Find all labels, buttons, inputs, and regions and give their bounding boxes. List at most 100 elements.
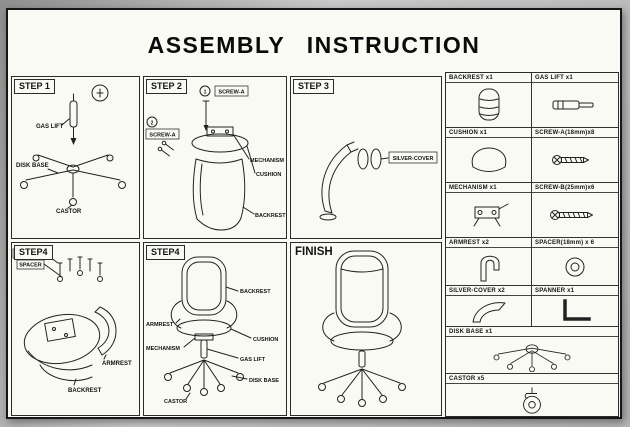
part-icon-area bbox=[446, 83, 531, 127]
silver-cover-part-icon bbox=[472, 302, 505, 323]
cushion-part-icon bbox=[471, 147, 506, 172]
bracket-drawing bbox=[319, 141, 359, 221]
gas-lift-label: GAS LIFT bbox=[36, 124, 64, 130]
page-title: ASSEMBLY INSTRUCTION bbox=[147, 32, 481, 58]
gas-lift-drawing bbox=[69, 93, 78, 140]
backrest-drawing bbox=[192, 158, 246, 231]
finish-panel: FINISH bbox=[290, 242, 442, 416]
assembled-chair-drawing bbox=[318, 250, 406, 407]
leader-lines bbox=[47, 118, 73, 209]
part-cell-silver-cover: SILVER-COVER x2 bbox=[446, 286, 532, 327]
step3-panel: STEP 3 SILVER-COVER bbox=[290, 76, 442, 239]
gas-lift-label: GAS LIFT bbox=[240, 357, 266, 363]
leader-lines bbox=[73, 354, 107, 386]
arrow-down-icon bbox=[203, 125, 209, 131]
part-cell-spacer: SPACER(18mm) x 6 bbox=[532, 238, 618, 286]
part-icon-area bbox=[532, 193, 618, 237]
backrest-part-icon bbox=[478, 88, 499, 121]
part-label-spanner: SPANNER x1 bbox=[532, 286, 618, 296]
backrest-label: BACKREST bbox=[240, 289, 271, 295]
mechanism-label: MECHANISM bbox=[250, 158, 284, 164]
step2-header: STEP 2 bbox=[146, 79, 187, 94]
part-icon-area bbox=[446, 138, 531, 182]
part-icon-area bbox=[532, 296, 618, 326]
screw-a-left-drawing bbox=[157, 140, 174, 157]
part-label-gas-lift: GAS LIFT x1 bbox=[532, 73, 618, 83]
part-label-backrest: BACKREST x1 bbox=[446, 73, 531, 83]
spacer-label: SPACER bbox=[19, 263, 42, 269]
screw-a-top-label: SCREW-A bbox=[218, 90, 244, 96]
step1-drawing: GAS LIFT DISK BASE CASTOR bbox=[16, 84, 126, 215]
part-cell-mechanism: MECHANISM x1 bbox=[446, 183, 532, 238]
step2-panel: STEP 2 1 SCREW- bbox=[143, 76, 287, 239]
callout-2-number: 2 bbox=[151, 121, 154, 127]
step1-panel: STEP 1 GAS LIFT DISK BASE CASTOR bbox=[11, 76, 140, 239]
armrest-part-icon bbox=[480, 255, 499, 281]
gas-lift-part-icon bbox=[552, 100, 594, 110]
silver-cover-drawing bbox=[357, 148, 382, 170]
part-label-screw-b: SCREW-B(25mm)x6 bbox=[532, 183, 618, 193]
disk-base-drawing bbox=[20, 154, 126, 206]
armrest-drawing bbox=[94, 306, 117, 356]
step4a-panel: STEP4 SCREW-B SPACER ARMRE bbox=[11, 242, 140, 416]
parts-list-panel: BACKREST x1 GAS LIFT x1 CUSHION x1 bbox=[445, 72, 619, 417]
part-icon-area bbox=[446, 296, 531, 326]
instruction-sheet: ASSEMBLY INSTRUCTION STEP 1 GAS LIFT DIS… bbox=[6, 8, 622, 419]
mechanism-drawing bbox=[206, 126, 234, 137]
screws-drawing bbox=[57, 256, 103, 282]
part-cell-cushion: CUSHION x1 bbox=[446, 128, 532, 183]
step4a-drawing: SCREW-B SPACER ARMREST BACKREST bbox=[12, 248, 132, 394]
step4b-header: STEP4 bbox=[146, 245, 185, 260]
callout-1-icon bbox=[199, 85, 211, 97]
part-label-screw-a: SCREW-A(18mm)x8 bbox=[532, 128, 618, 138]
part-icon-area bbox=[532, 83, 618, 127]
leader-lines bbox=[175, 286, 252, 400]
seat-underside-drawing bbox=[23, 313, 101, 381]
step3-header: STEP 3 bbox=[293, 79, 334, 94]
screw-a-left-label-box bbox=[145, 128, 180, 140]
part-cell-spanner: SPANNER x1 bbox=[532, 286, 618, 327]
part-label-castor: CASTOR x5 bbox=[446, 374, 618, 384]
mechanism-label: MECHANISM bbox=[146, 346, 180, 352]
callout-2-icon bbox=[146, 116, 158, 128]
backrest-label: BACKREST bbox=[255, 213, 286, 219]
armrest-label: ARMREST bbox=[102, 361, 132, 367]
part-label-cushion: CUSHION x1 bbox=[446, 128, 531, 138]
step3-drawing: SILVER-COVER bbox=[319, 141, 438, 221]
disk-base-label: DISK BASE bbox=[249, 378, 279, 384]
disk-base-label: DISK BASE bbox=[16, 163, 49, 169]
screw-a-left-label: SCREW-A bbox=[149, 133, 175, 139]
spacer-part-icon bbox=[565, 257, 585, 276]
part-icon-area bbox=[446, 248, 531, 285]
cushion-label: CUSHION bbox=[256, 172, 281, 178]
screw-a-top-label-box bbox=[214, 85, 249, 97]
screw-b-part-icon bbox=[550, 210, 593, 220]
castor-label: CASTOR bbox=[164, 399, 187, 405]
part-cell-castor: CASTOR x5 bbox=[446, 374, 618, 417]
step2-drawing: 1 SCREW-A 2 SCREW-A MECHANISM CUSHION BA… bbox=[145, 85, 286, 231]
step4b-drawing: BACKREST ARMREST CUSHION MECHANISM GAS L… bbox=[146, 256, 279, 405]
cushion-label: CUSHION bbox=[253, 337, 278, 343]
part-cell-screw-a: SCREW-A(18mm)x8 bbox=[532, 128, 618, 183]
step1-header: STEP 1 bbox=[14, 79, 55, 94]
step4b-panel: STEP4 BACKREST ARMREST CUSHION MECHANISM… bbox=[143, 242, 287, 416]
silver-cover-label-box bbox=[388, 151, 438, 164]
part-icon-area bbox=[532, 248, 618, 285]
part-label-silver-cover: SILVER-COVER x2 bbox=[446, 286, 531, 296]
step4a-header: STEP4 bbox=[14, 245, 53, 260]
part-label-mechanism: MECHANISM x1 bbox=[446, 183, 531, 193]
armrest-label: ARMREST bbox=[146, 322, 174, 328]
disk-base-part-icon bbox=[493, 344, 571, 372]
part-label-disk-base: DISK BASE x1 bbox=[446, 327, 618, 337]
part-cell-disk-base: DISK BASE x1 bbox=[446, 327, 618, 374]
part-icon-area bbox=[446, 384, 618, 417]
part-cell-armrest: ARMREST x2 bbox=[446, 238, 532, 286]
arrow-down-icon bbox=[70, 138, 77, 145]
silver-cover-label: SILVER-COVER bbox=[393, 156, 434, 162]
part-label-armrest: ARMREST x2 bbox=[446, 238, 531, 248]
part-label-spacer: SPACER(18mm) x 6 bbox=[532, 238, 618, 248]
finish-drawing bbox=[318, 250, 406, 407]
chair-drawing bbox=[164, 256, 244, 396]
leader-lines bbox=[232, 133, 256, 215]
